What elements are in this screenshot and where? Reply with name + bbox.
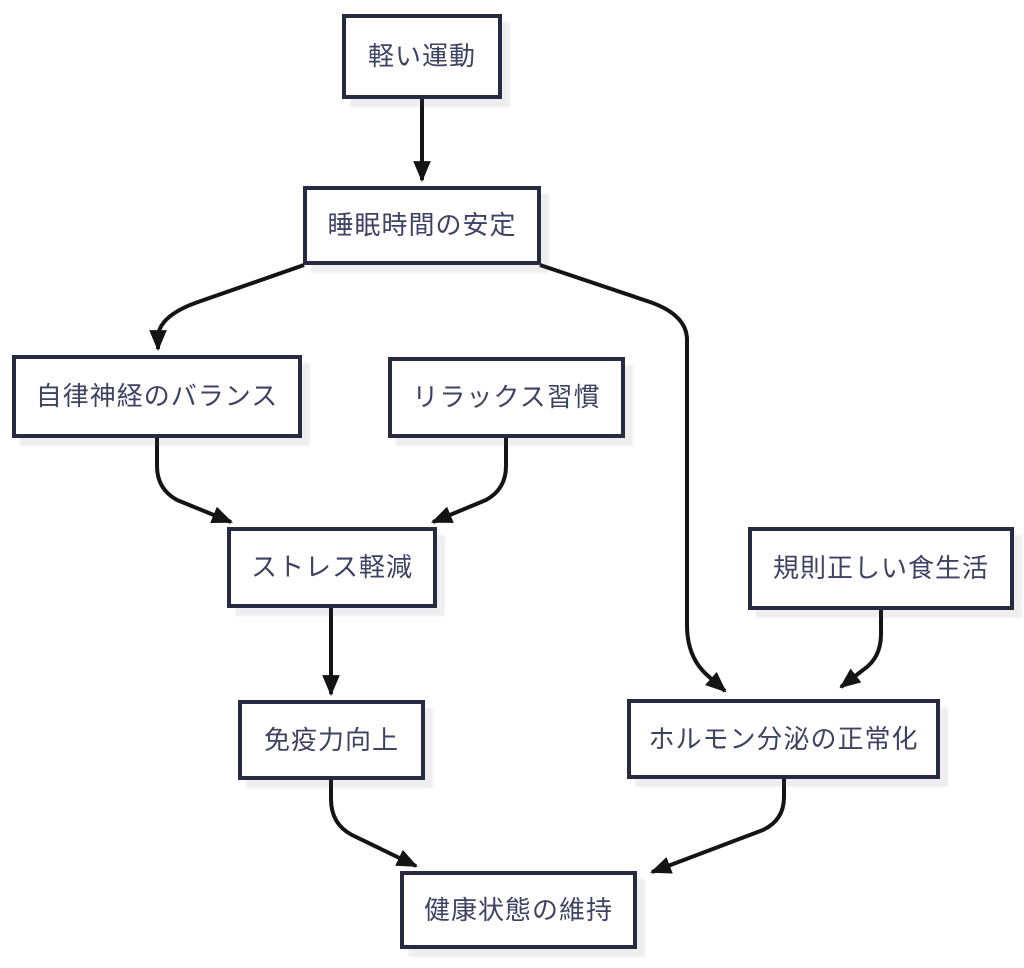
node-stress-reduction: ストレス軽減 bbox=[227, 527, 437, 608]
edge-stable-sleep-to-autonomic-balance bbox=[149, 263, 305, 352]
edge-hormone-normalization-to-health-maintenance bbox=[650, 779, 786, 874]
edge-autonomic-balance-to-stress-reduction bbox=[155, 438, 233, 524]
node-autonomic-balance: 自律神経のバランス bbox=[12, 355, 302, 438]
node-health-maintenance: 健康状態の維持 bbox=[400, 871, 637, 949]
node-stable-sleep-label: 睡眠時間の安定 bbox=[327, 210, 517, 241]
node-hormone-normalization-label: ホルモン分泌の正常化 bbox=[648, 723, 919, 754]
node-immunity-boost-label: 免疫力向上 bbox=[263, 724, 399, 755]
node-relax-habit: リラックス習慣 bbox=[388, 357, 625, 438]
node-stable-sleep: 睡眠時間の安定 bbox=[303, 186, 541, 265]
node-regular-diet-label: 規則正しい食生活 bbox=[772, 553, 989, 584]
node-health-maintenance-label: 健康状態の維持 bbox=[423, 894, 613, 925]
edge-relax-habit-to-stress-reduction bbox=[431, 438, 508, 524]
node-relax-habit-label: リラックス習慣 bbox=[412, 382, 601, 413]
node-light-exercise-label: 軽い運動 bbox=[367, 41, 476, 72]
node-autonomic-balance-label: 自律神経のバランス bbox=[35, 381, 279, 412]
node-stress-reduction-label: ストレス軽減 bbox=[250, 552, 413, 583]
node-regular-diet: 規則正しい食生活 bbox=[748, 527, 1014, 610]
node-hormone-normalization: ホルモン分泌の正常化 bbox=[627, 699, 940, 779]
edge-stable-sleep-to-hormone-normalization bbox=[539, 263, 727, 693]
node-immunity-boost: 免疫力向上 bbox=[238, 700, 425, 780]
edge-regular-diet-to-hormone-normalization bbox=[839, 610, 883, 689]
node-light-exercise: 軽い運動 bbox=[342, 14, 502, 99]
edge-immunity-boost-to-health-maintenance bbox=[329, 780, 418, 868]
